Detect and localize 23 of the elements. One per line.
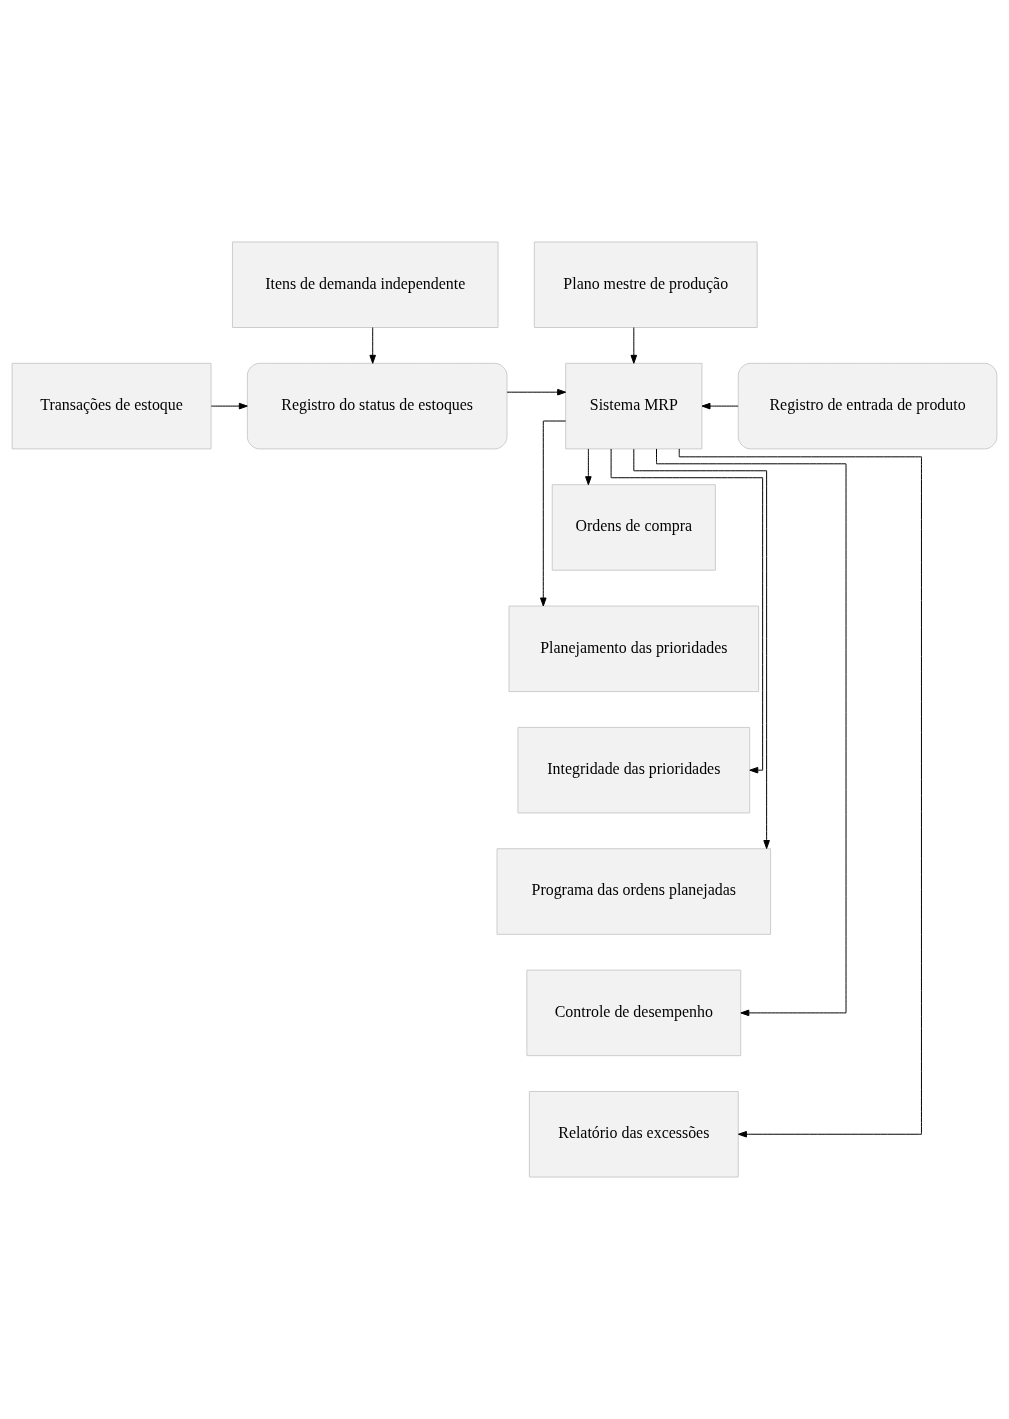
arrow (506, 388, 567, 396)
node-box: Sistema MRP (565, 362, 703, 450)
arrow (678, 448, 922, 1138)
arrow (610, 448, 764, 774)
arrow (633, 448, 770, 849)
node-box: Registro de entrada de produto (737, 362, 998, 450)
node-box: Plano mestre de produção (533, 241, 758, 329)
arrow (369, 327, 376, 364)
arrow (585, 448, 592, 486)
arrow (540, 420, 567, 607)
node-box: Programa das ordens planejadas (496, 848, 772, 935)
node-box: Ordens de compra (551, 484, 716, 571)
node-box: Relatório das excessões (528, 1090, 739, 1178)
arrow (630, 327, 638, 364)
arrow (701, 402, 739, 410)
node-box: Controle de desempenho (526, 969, 742, 1057)
node-box: Integridade das prioridades (517, 726, 751, 814)
arrow (656, 448, 847, 1017)
node-box: Itens de demanda independente (231, 241, 499, 329)
node-box: Registro do status de estoques (246, 362, 508, 450)
node-box: Transações de estoque (11, 362, 212, 450)
node-box: Planejamento das prioridades (508, 605, 760, 693)
arrow (210, 402, 248, 410)
